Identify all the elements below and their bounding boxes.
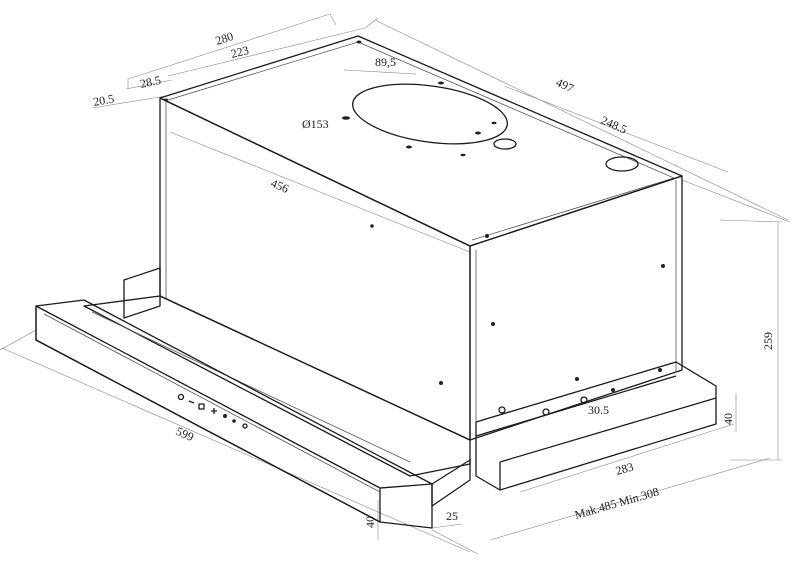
dim-259: 259 (761, 332, 775, 350)
dim-223: 223 (229, 43, 250, 61)
control-panel (177, 393, 248, 429)
dot-icon[interactable] (223, 414, 227, 418)
square-icon[interactable] (198, 403, 205, 410)
right-mounting-bracket (475, 361, 717, 491)
dim-248-5: 248.5 (599, 113, 629, 137)
dim-40-front: 40 (363, 516, 377, 528)
dim-30-5: 30.5 (588, 403, 609, 417)
dim-40-right: 40 (721, 413, 735, 425)
side-holes (439, 234, 665, 392)
plus-icon[interactable] (211, 408, 217, 414)
dimension-labels: 280 223 28.5 20.5 89,5 497 248.5 Ø153 45… (92, 29, 775, 528)
dim-28-5: 28.5 (139, 73, 162, 91)
dim-283: 283 (614, 459, 635, 477)
telescopic-drawer (35, 267, 471, 529)
dim-d153: Ø153 (302, 117, 329, 131)
dim-280: 280 (214, 29, 235, 48)
dim-497: 497 (554, 75, 576, 95)
dim-telescope-range: Mak.485 Min.308 (573, 484, 660, 521)
dim-599: 599 (174, 424, 196, 444)
minus-icon[interactable] (188, 400, 195, 404)
exhaust-cutout (164, 40, 639, 228)
hood-body (159, 35, 683, 441)
dim-456: 456 (269, 176, 291, 196)
light-icon[interactable] (232, 419, 236, 423)
dim-20-5: 20.5 (92, 92, 115, 109)
dim-25: 25 (446, 509, 458, 523)
dimension-lines (0, 13, 791, 555)
dim-89-5: 89,5 (375, 55, 396, 69)
power-icon[interactable] (177, 393, 185, 401)
